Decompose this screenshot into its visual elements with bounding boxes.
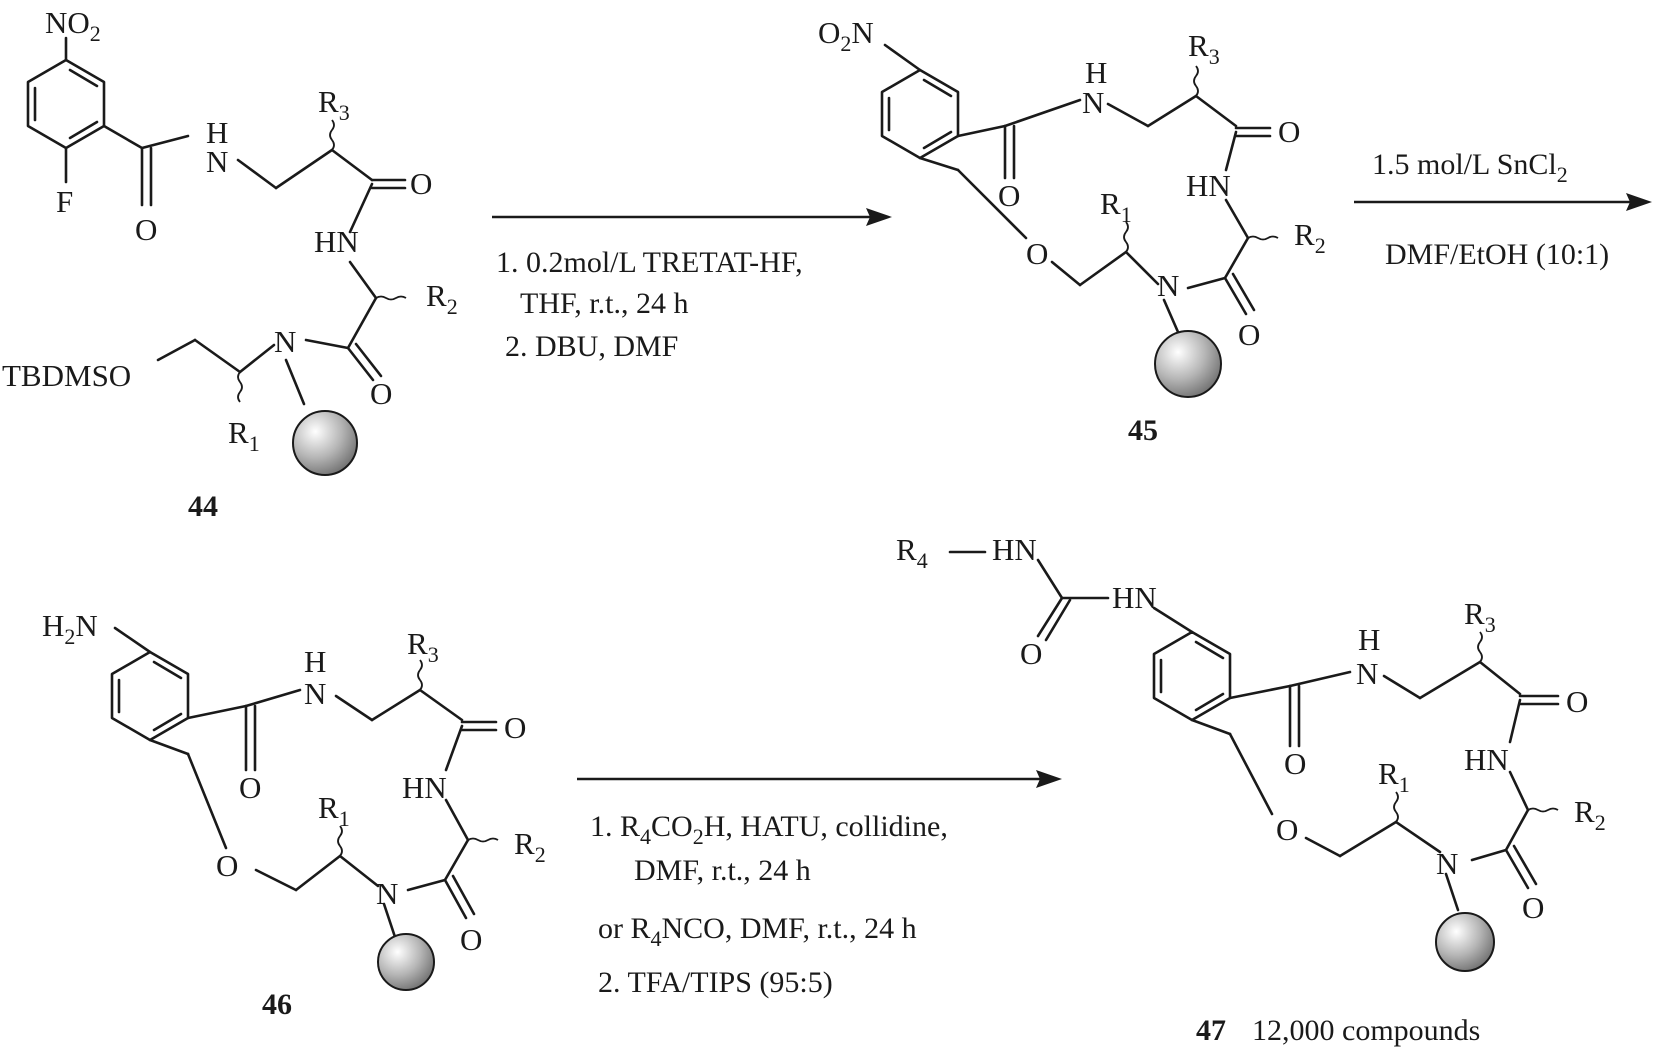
compound-number-47: 47 [1196,1014,1226,1047]
step1-condition-2: THF, r.t., 24 h [520,287,688,320]
amide2-oxygen: O [1238,317,1260,352]
hn-label: HN [1464,742,1509,777]
step3-condition-3: or R [598,912,651,945]
tertiary-nitrogen: N [1157,268,1179,303]
svg-text:R2: R2 [1294,217,1326,258]
step3-condition-2: DMF, r.t., 24 h [634,854,811,887]
step3-condition-4: 2. TFA/TIPS (95:5) [598,966,833,999]
tertiary-nitrogen: N [1436,846,1458,881]
no2-o-label: O [818,15,840,50]
svg-text:R1: R1 [228,415,260,456]
h2n-h-label: H [42,608,64,643]
r1-label: R [228,415,249,450]
compound-number-45: 45 [1128,414,1158,447]
reaction-step-1: 1. 0.2mol/L TRETAT-HF, THF, r.t., 24 h 2… [492,208,892,363]
urea-hn-2: HN [1112,580,1157,615]
step1-condition-3: 2. DBU, DMF [505,330,678,363]
svg-text:R3: R3 [1464,596,1496,637]
svg-text:R2: R2 [514,826,546,867]
svg-text:or R4NCO, DMF, r.t., 24 h: or R4NCO, DMF, r.t., 24 h [598,912,917,951]
tertiary-nitrogen: N [376,876,398,911]
amide-nitrogen: N [1356,656,1378,691]
r1-label: R [1100,186,1121,221]
hn-label: HN [1186,168,1231,203]
compound-library-caption: 12,000 compounds [1252,1014,1480,1047]
svg-text:R3: R3 [1188,28,1220,69]
arrowhead-icon [1036,770,1062,788]
step1-condition-1: 1. 0.2mol/L TRETAT-HF, [496,246,803,279]
ketone-oxygen: O [1566,684,1588,719]
svg-text:R1: R1 [1378,756,1410,797]
r3-label: R [407,626,428,661]
hn-label: HN [314,224,359,259]
urea-hn-1: HN [992,532,1037,567]
ether-oxygen: O [1276,812,1298,847]
amide-hydrogen: H [1358,622,1380,657]
no2-subscript: 2 [90,21,101,46]
compound-46: H2N H N R3 O O HN R1 R2 O N O 46 [42,608,546,1021]
amide2-oxygen: O [370,376,392,411]
amide-hydrogen: H [206,115,228,150]
svg-text:NO2: NO2 [45,5,101,46]
r1-label: R [1378,756,1399,791]
ether-oxygen: O [1026,236,1048,271]
amide-oxygen: O [998,178,1020,213]
svg-text:R1: R1 [1100,186,1132,227]
compound-number-46: 46 [262,988,292,1021]
compound-45: O2N H N R3 O O HN R1 R2 O N O 45 [818,15,1326,447]
amide-nitrogen: N [1082,85,1104,120]
amide-oxygen: O [135,212,157,247]
r3-label: R [318,84,339,119]
amide-hydrogen: H [304,644,326,679]
reaction-step-3: 1. R4CO2H, HATU, collidine, DMF, r.t., 2… [577,770,1062,999]
r3-label: R [1464,596,1485,631]
r1-label: R [318,790,339,825]
amide-nitrogen: N [304,676,326,711]
r2-label: R [1574,794,1595,829]
svg-text:R4: R4 [896,532,928,573]
r2-label: R [1294,217,1315,252]
r3-label: R [1188,28,1209,63]
r2-label: R [426,278,447,313]
amide-hydrogen: H [1085,55,1107,90]
amide-oxygen: O [239,770,261,805]
svg-text:R2: R2 [426,278,458,319]
svg-text:O2N: O2N [818,15,874,56]
fluorine-atom: F [56,184,73,219]
carbonyl-oxygen: O [410,166,432,201]
tertiary-nitrogen: N [274,324,296,359]
ketone-oxygen: O [1278,114,1300,149]
svg-text:1.5 mol/L SnCl2: 1.5 mol/L SnCl2 [1372,148,1568,187]
amide2-oxygen: O [1522,890,1544,925]
amide-nitrogen: N [206,144,228,179]
amide-oxygen: O [1284,746,1306,781]
ether-oxygen: O [216,848,238,883]
r2-label: R [514,826,535,861]
svg-text:H2N: H2N [42,608,98,649]
amide2-oxygen: O [460,922,482,957]
tbdmso-label: TBDMSO [2,358,131,393]
reaction-step-2: 1.5 mol/L SnCl2 DMF/EtOH (10:1) [1354,148,1652,271]
svg-text:1. R4CO2H, HATU, collidine,: 1. R4CO2H, HATU, collidine, [590,810,948,849]
ketone-oxygen: O [504,710,526,745]
hn-label: HN [402,770,447,805]
compound-44: NO2 F O H N R3 O HN R2 N O TBDMSO R1 44 [2,5,458,523]
r4-label: R [896,532,917,567]
compound-number-44: 44 [188,490,218,523]
step3-condition-1: 1. R [590,810,640,843]
step2-reagent: 1.5 mol/L SnCl [1372,148,1557,181]
arrowhead-icon [866,208,892,226]
urea-oxygen: O [1020,636,1042,671]
arrowhead-icon [1626,193,1652,211]
step2-solvent: DMF/EtOH (10:1) [1385,238,1609,271]
no2-group-label: NO [45,5,90,40]
svg-text:R3: R3 [407,626,439,667]
svg-text:R2: R2 [1574,794,1606,835]
svg-text:R3: R3 [318,84,350,125]
compound-47: R4 HN HN O H N R3 O O HN R1 R2 O N O 47 … [896,532,1606,1047]
svg-text:R1: R1 [318,790,350,831]
